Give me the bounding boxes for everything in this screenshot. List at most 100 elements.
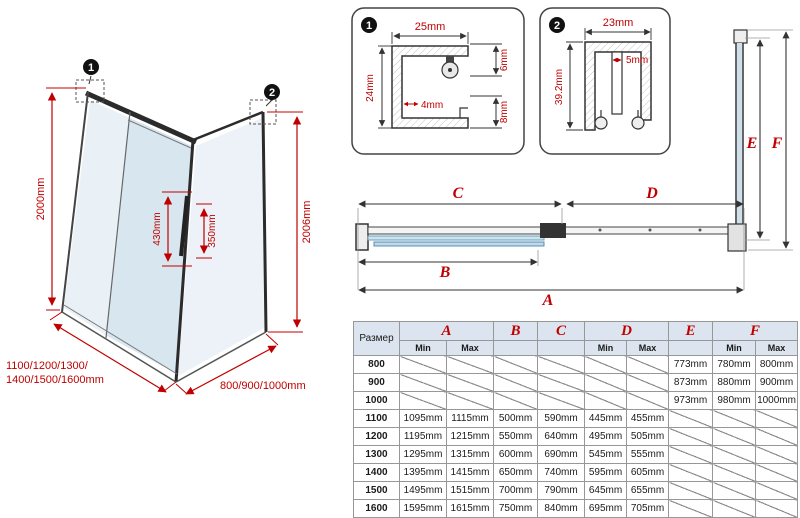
detail-1-bottom-gap-label: 8mm bbox=[499, 101, 510, 123]
detail-2-number: 2 bbox=[554, 20, 560, 32]
cell-empty bbox=[668, 409, 714, 428]
cell-size: 1100 bbox=[353, 409, 400, 428]
cell-empty bbox=[668, 499, 714, 518]
cell-empty bbox=[712, 445, 757, 464]
corner-post bbox=[174, 139, 195, 383]
callout-1-badge bbox=[83, 59, 99, 75]
detail-1-number: 1 bbox=[366, 20, 372, 32]
cell-b: 600mm bbox=[493, 445, 539, 464]
cell-empty bbox=[668, 463, 714, 482]
cell-empty bbox=[445, 391, 495, 410]
table-subheader-row: Min Max Min Max Min Max bbox=[354, 340, 799, 356]
cell-empty bbox=[537, 355, 586, 374]
dim-2006mm-label: 2006mm bbox=[301, 201, 313, 244]
cell-empty bbox=[712, 427, 757, 446]
cell-size: 1300 bbox=[353, 445, 400, 464]
shower-front-view bbox=[61, 90, 268, 383]
cell-f-min: 780mm bbox=[712, 355, 757, 374]
cell-empty bbox=[755, 499, 799, 518]
table-row: 1500 1495mm 1515mm 700mm 790mm 645mm 655… bbox=[353, 481, 799, 500]
cell-size: 1200 bbox=[353, 427, 400, 446]
cell-a-max: 1515mm bbox=[445, 481, 495, 500]
width-options-line2: 1400/1500/1600mm bbox=[6, 374, 104, 386]
cell-b: 650mm bbox=[493, 463, 539, 482]
cell-size: 800 bbox=[353, 355, 400, 374]
cell-size: 1400 bbox=[353, 463, 400, 482]
cell-d-max: 705mm bbox=[626, 499, 670, 518]
cell-c: 590mm bbox=[537, 409, 586, 428]
header-col-e: E bbox=[668, 321, 714, 341]
cell-d-min: 645mm bbox=[584, 481, 628, 500]
cell-b: 500mm bbox=[493, 409, 539, 428]
cell-e: 773mm bbox=[668, 355, 714, 374]
cell-empty bbox=[626, 391, 670, 410]
cell-empty bbox=[712, 481, 757, 500]
table-row: 1200 1195mm 1215mm 550mm 640mm 495mm 505… bbox=[353, 427, 799, 446]
cell-empty bbox=[493, 391, 539, 410]
wall-profile-edge bbox=[61, 91, 89, 313]
cell-empty bbox=[584, 391, 628, 410]
side-top-rail bbox=[192, 110, 264, 142]
callout-2: 2 bbox=[249, 84, 280, 125]
cell-f-max: 900mm bbox=[755, 373, 799, 392]
header-col-b: B bbox=[493, 321, 539, 341]
cell-empty bbox=[755, 409, 799, 428]
glass-holder-section bbox=[611, 51, 623, 115]
cell-c: 840mm bbox=[537, 499, 586, 518]
dim-430mm-label: 430mm bbox=[152, 212, 163, 245]
table-row: 1100 1095mm 1115mm 500mm 590mm 445mm 455… bbox=[353, 409, 799, 428]
cell-size: 1000 bbox=[353, 391, 400, 410]
dim-height-2000: 2000mm bbox=[35, 87, 86, 311]
cell-empty bbox=[493, 373, 539, 392]
cell-a-min: 1395mm bbox=[399, 463, 447, 482]
cell-empty bbox=[584, 355, 628, 374]
dim-handle-350: 350mm bbox=[196, 203, 218, 259]
table-row: 800 773mm 780mm 800mm bbox=[353, 355, 799, 374]
header-e-sub bbox=[668, 340, 714, 356]
header-d-max: Max bbox=[626, 340, 670, 356]
cell-d-min: 495mm bbox=[584, 427, 628, 446]
dim-c-label: C bbox=[453, 185, 464, 202]
door-handle bbox=[179, 195, 189, 257]
plan-view: C D B A E F bbox=[355, 29, 793, 309]
wall-profile-top bbox=[733, 29, 748, 44]
detail-1-top-gap-label: 6mm bbox=[499, 49, 510, 71]
cell-size: 1600 bbox=[353, 499, 400, 518]
cell-empty bbox=[668, 481, 714, 500]
cell-empty bbox=[445, 355, 495, 374]
header-col-f: F bbox=[712, 321, 799, 341]
cell-a-max: 1215mm bbox=[445, 427, 495, 446]
cell-e: 973mm bbox=[668, 391, 714, 410]
cell-a-max: 1315mm bbox=[445, 445, 495, 464]
cell-f-max: 800mm bbox=[755, 355, 799, 374]
cell-a-max: 1415mm bbox=[445, 463, 495, 482]
table-row: 1000 973mm 980mm 1000mm bbox=[353, 391, 799, 410]
door-left-edge bbox=[105, 111, 131, 339]
dim-d-label: D bbox=[645, 185, 658, 202]
dim-b-label: B bbox=[439, 264, 451, 281]
cell-d-min: 695mm bbox=[584, 499, 628, 518]
corner-bracket bbox=[727, 223, 747, 252]
header-f-min: Min bbox=[712, 340, 757, 356]
detail-1-inner-label: 4mm bbox=[421, 100, 443, 111]
dim-handle-430: 430mm bbox=[152, 191, 192, 267]
roller-carriage bbox=[540, 223, 566, 238]
cell-empty bbox=[712, 463, 757, 482]
detail-2-inner-label: 5mm bbox=[626, 55, 648, 66]
cell-f-max: 1000mm bbox=[755, 391, 799, 410]
cell-a-max: 1115mm bbox=[445, 409, 495, 428]
cell-empty bbox=[712, 499, 757, 518]
size-table: Размер A B C D E F Min Max Min Max Min M… bbox=[353, 321, 799, 518]
cell-size: 1500 bbox=[353, 481, 400, 500]
table-row: 1600 1595mm 1615mm 750mm 840mm 695mm 705… bbox=[353, 499, 799, 518]
header-a-max: Max bbox=[445, 340, 495, 356]
detail-box-1: 1 25mm 24mm 6mm 8mm 4mm bbox=[351, 7, 525, 155]
dim-e-label: E bbox=[746, 135, 758, 152]
callout-1: 1 bbox=[75, 59, 105, 103]
cell-d-min: 445mm bbox=[584, 409, 628, 428]
dim-depth-options: 800/900/1000mm bbox=[175, 333, 306, 395]
cell-d-max: 505mm bbox=[626, 427, 670, 446]
cell-d-max: 555mm bbox=[626, 445, 670, 464]
